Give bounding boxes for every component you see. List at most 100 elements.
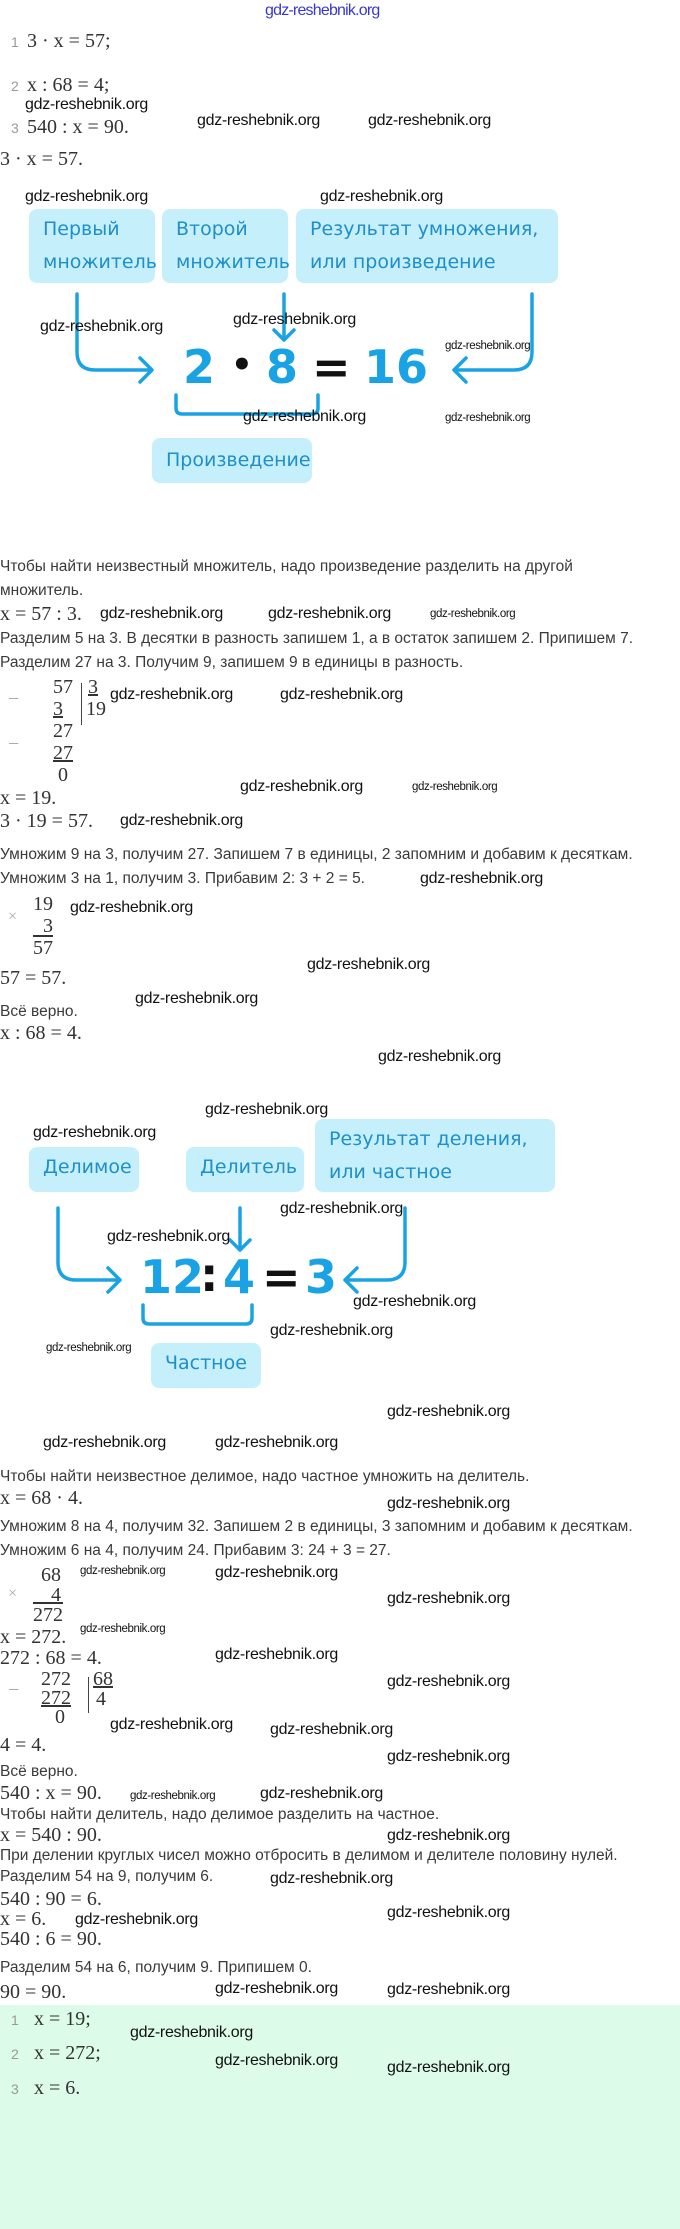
watermark: gdz-reshebnik.org [46,1342,132,1354]
watermark: gdz-reshebnik.org [270,1322,393,1339]
quotient: 4 [96,1688,106,1710]
watermark: gdz-reshebnik.org [130,1790,216,1802]
watermark: gdz-reshebnik.org [100,605,223,622]
label-text: Результат деления, [329,1128,528,1150]
task-number: 2 [11,78,19,94]
division-row: 27 [53,720,73,742]
watermark: gdz-reshebnik.org [387,1403,510,1420]
watermark: gdz-reshebnik.org [378,1048,501,1065]
label-text: Второй [176,218,248,240]
minus-sign: − [8,688,20,710]
watermark: gdz-reshebnik.org [75,1911,198,1928]
watermark: gdz-reshebnik.org [445,340,531,352]
watermark: gdz-reshebnik.org [197,112,320,129]
equation-operator: • [231,345,253,385]
watermark: gdz-reshebnik.org [387,1748,510,1765]
rule-text: Чтобы найти неизвестное делимое, надо ча… [0,1468,530,1485]
minus-sign: − [8,1679,20,1701]
multiply-sign: × [8,908,18,925]
equation-product: 16 [364,340,429,394]
equation-heading: 540 : x = 90. [0,1782,102,1804]
watermark: gdz-reshebnik.org [215,1564,338,1581]
multiply-sign: × [8,1585,18,1602]
equation-heading: x : 68 = 4. [0,1022,82,1044]
diagram-arrows [56,1206,407,1326]
answer-number: 2 [11,2046,19,2062]
diagram-arrows [75,292,534,416]
watermark: gdz-reshebnik.org [387,1827,510,1844]
rule-text: Чтобы найти неизвестный множитель, надо … [0,558,573,575]
arrow-right-icon [56,1206,122,1294]
division-row: 0 [58,764,68,786]
multiplication-row: 19 [33,893,53,915]
check-step: Разделим 54 на 6, получим 9. Припишем 0. [0,1959,312,1976]
watermark: gdz-reshebnik.org [215,1434,338,1451]
bracket-icon [141,1303,254,1326]
x-expression: x = 68 · 4. [0,1487,83,1509]
equation-dividend: 12 [140,1250,205,1304]
task-expression: x : 68 = 4; [27,74,110,96]
answer-expression: x = 6. [34,2077,81,2099]
watermark: gdz-reshebnik.org [233,311,356,328]
label-text: Первый [43,218,120,240]
arrow-right-icon [75,292,154,384]
label-box-dividend: Делимое [29,1147,139,1192]
task-expression: 3 · x = 57; [27,30,111,52]
watermark: gdz-reshebnik.org [387,1981,510,1998]
answer-expression: x = 272; [34,2042,101,2064]
note-text: При делении круглых чисел можно отбросит… [0,1847,618,1864]
watermark: gdz-reshebnik.org [120,812,243,829]
label-box-divisor: Делитель [186,1147,304,1192]
step-text: Умножим 8 на 4, получим 32. Запишем 2 в … [0,1518,633,1535]
watermark: gdz-reshebnik.org [387,2059,510,2076]
watermark: gdz-reshebnik.org [445,412,531,424]
arrow-left-icon [452,292,534,384]
check-result: 57 = 57. [0,967,67,989]
watermark: gdz-reshebnik.org [270,1721,393,1738]
divisor: 3 [88,676,98,698]
check-result: 4 = 4. [0,1734,47,1756]
watermark: gdz-reshebnik.org [40,318,163,335]
check-expression: 3 · 19 = 57. [0,810,93,832]
minus-sign: − [8,733,20,755]
equation-factor-2: 8 [266,340,299,394]
equation-quotient: 3 [305,1250,338,1304]
division-bar [88,1677,89,1713]
watermark: gdz-reshebnik.org [205,1101,328,1118]
watermark: gdz-reshebnik.org [260,1785,383,1802]
check-expression: 272 : 68 = 4. [0,1647,102,1669]
step-text: Разделим 27 на 3. Получим 9, запишем 9 в… [0,654,464,671]
watermark: gdz-reshebnik.org [107,1228,230,1245]
watermark: gdz-reshebnik.org [368,112,491,129]
label-box-second-factor: Второй множитель [162,209,290,283]
division-row: 272 [41,1668,71,1690]
bracket-icon [174,393,320,416]
watermark: gdz-reshebnik.org [307,956,430,973]
watermark: gdz-reshebnik.org [135,990,258,1007]
watermark: gdz-reshebnik.org [33,1124,156,1141]
label-text: Результат умножения, [310,218,539,240]
label-box-division-result: Результат деления, или частное [315,1119,555,1192]
watermark: gdz-reshebnik.org [430,608,516,620]
label-box-first-factor: Первый множитель [29,209,157,283]
label-text: множитель [43,251,157,273]
division-bar [81,683,82,725]
step-text: Разделим 5 на 3. В десятки в разность за… [0,630,634,647]
equation-operator: : [200,1248,219,1302]
watermark: gdz-reshebnik.org [243,408,366,425]
label-box-product: Произведение [152,438,312,483]
equation-factor-1: 2 [183,340,216,394]
answer-expression: x = 19; [34,2008,91,2030]
division-row: 0 [55,1706,65,1728]
watermark: gdz-reshebnik.org [268,605,391,622]
watermark: gdz-reshebnik.org [420,870,543,887]
watermark: gdz-reshebnik.org [412,781,498,793]
check-result: 90 = 90. [0,1981,67,2003]
equation-equals: = [312,340,351,394]
step-text: Умножим 6 на 4, получим 24. Прибавим 3: … [0,1542,391,1559]
result: x = 6. [0,1908,47,1930]
division-row: 57 [53,676,73,698]
result: x = 19. [0,787,57,809]
answer-panel [0,2005,680,2229]
watermark: gdz-reshebnik.org [25,188,148,205]
